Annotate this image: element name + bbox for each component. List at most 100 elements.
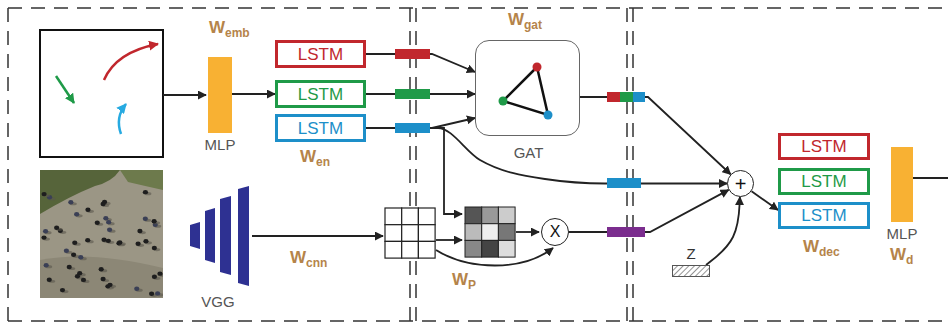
weight-symbol: W: [508, 11, 524, 28]
person: [99, 267, 104, 271]
node-label: +: [735, 174, 747, 194]
person: [54, 226, 59, 230]
trajectory-frame: [40, 30, 163, 157]
person: [152, 246, 157, 250]
person: [106, 220, 111, 224]
attention-cell: [482, 207, 499, 224]
person: [71, 253, 76, 257]
attention-cell: [498, 240, 515, 257]
noise-block: Z: [672, 265, 710, 277]
feature-vector: [607, 178, 641, 188]
block-label: VGG: [201, 294, 234, 309]
person: [78, 255, 83, 259]
person: [103, 216, 108, 220]
connector: [366, 128, 727, 184]
grid-cell: [418, 241, 435, 258]
weight-subscript: gat: [524, 19, 542, 31]
person: [143, 239, 148, 243]
person: [136, 242, 141, 246]
cnn-layer: [190, 222, 200, 249]
person: [41, 235, 46, 239]
block-label: MLP: [205, 137, 236, 152]
person: [157, 271, 162, 275]
separator: [632, 8, 634, 321]
arrow: [516, 231, 539, 233]
lstm-box: LSTM: [275, 114, 366, 142]
weight-symbol: W: [803, 238, 819, 255]
weight-symbol: W: [452, 271, 468, 288]
output-line: [913, 177, 948, 179]
mlp-block: MLP: [891, 147, 913, 222]
block-label: GAT: [514, 145, 544, 160]
attention-cell: [482, 240, 499, 257]
person: [67, 265, 72, 269]
weight-subscript: d: [906, 254, 913, 266]
person: [155, 291, 160, 295]
person: [152, 219, 157, 223]
graph-icon: [476, 41, 581, 137]
person: [100, 277, 105, 281]
person: [137, 229, 142, 233]
weight-symbol: W: [300, 148, 316, 165]
feature-vector: [395, 49, 430, 59]
weight-subscript: dec: [819, 246, 840, 258]
trajectory-arrow: [104, 44, 158, 80]
weight-subscript: emb: [225, 27, 250, 39]
lstm-box: LSTM: [275, 40, 366, 68]
person: [107, 283, 112, 287]
lstm-box: LSTM: [778, 202, 870, 229]
connector: [706, 197, 740, 265]
multiply-circle: X: [541, 218, 569, 246]
person: [85, 238, 90, 242]
person: [152, 275, 157, 279]
cnn-icon: [186, 186, 250, 286]
arrow: [252, 235, 383, 237]
person: [42, 192, 47, 196]
person: [107, 227, 112, 231]
person: [74, 212, 79, 216]
photo-ground: [40, 170, 163, 298]
cnn-layer: [238, 186, 249, 286]
weight-subscript: en: [316, 156, 330, 168]
trajectory-arrow: [119, 104, 126, 134]
weight-subscript: cnn: [306, 257, 327, 269]
feature-vector: [607, 227, 645, 237]
grid-cell: [385, 225, 402, 242]
border-top: [8, 7, 948, 9]
node-label: LSTM: [801, 207, 846, 224]
arrow: [436, 239, 462, 241]
person: [72, 241, 77, 245]
connector: [232, 93, 275, 95]
person: [95, 221, 100, 225]
graph-vertex: [499, 97, 508, 106]
gat-block: GAT: [475, 40, 580, 136]
attention-cell: [465, 240, 482, 257]
attention-cell: [465, 207, 482, 224]
photo-trees: [120, 170, 163, 190]
graph-vertex: [544, 111, 553, 120]
feature-grid: [385, 208, 435, 258]
grid-cell: [402, 208, 419, 225]
grid-cell: [385, 241, 402, 258]
dashed-border: [8, 8, 948, 321]
border-bottom: [8, 320, 948, 322]
lstm-box: LSTM: [275, 80, 366, 108]
photo-trees: [40, 170, 120, 214]
scene-photo: [40, 170, 163, 298]
arrow: [163, 94, 206, 96]
grid-cell: [418, 225, 435, 242]
graph-vertex: [533, 63, 542, 72]
connector: [752, 191, 778, 210]
arrow: [432, 128, 462, 214]
grid-cell: [402, 225, 419, 242]
block-label: Z: [686, 246, 695, 261]
person: [43, 229, 48, 233]
node-label: LSTM: [298, 86, 343, 103]
person: [81, 278, 86, 282]
node-label: LSTM: [801, 138, 846, 155]
trajectory-arrow: [56, 76, 74, 103]
person: [134, 286, 139, 290]
feature-vector: [607, 92, 620, 102]
node-label: LSTM: [801, 173, 846, 190]
